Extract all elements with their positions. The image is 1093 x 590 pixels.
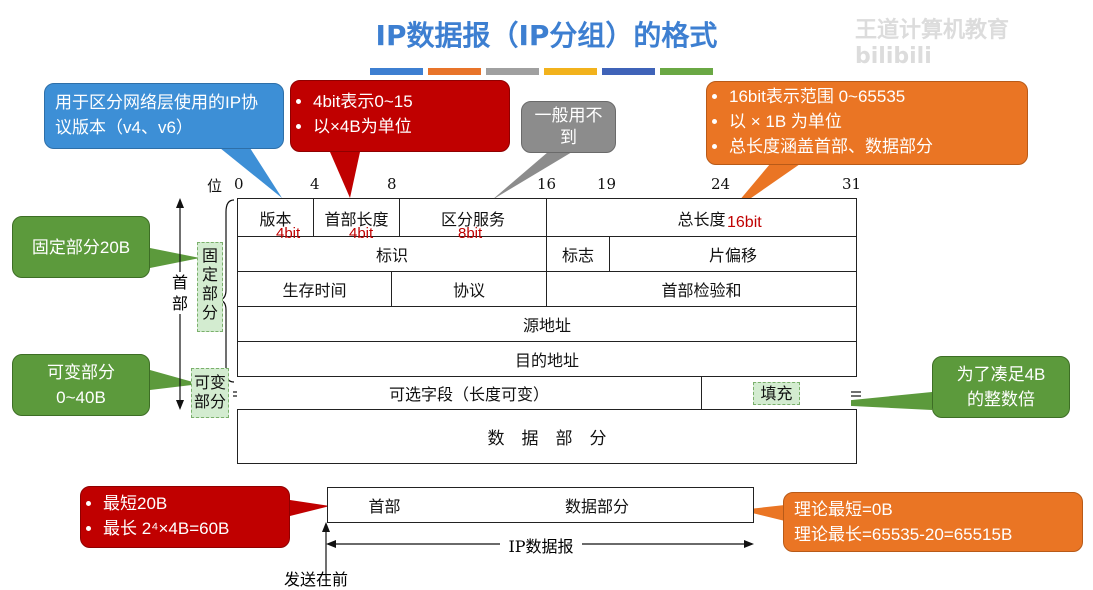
field-dest-address-label: 目的地址 bbox=[514, 351, 579, 370]
theory-callout: 理论最短=0B 理论最长=65535-20=65515B bbox=[783, 492, 1083, 552]
theory-max: 理论最长=65535-20=65515B bbox=[794, 525, 1013, 544]
header-length-callout: 4bit表示0~15 以×4B为单位 bbox=[290, 80, 510, 152]
minmax-callout-pointer bbox=[290, 500, 330, 516]
field-total-length: 总长度 bbox=[546, 198, 857, 237]
field-source-address: 源地址 bbox=[237, 306, 857, 342]
field-fragment-offset-label: 片偏移 bbox=[708, 246, 757, 265]
theory-min: 理论最短=0B bbox=[794, 500, 893, 519]
field-identification: 标识 bbox=[237, 236, 547, 272]
header-len-item-2: 以×4B为单位 bbox=[313, 114, 501, 139]
bit-mark-8: 8 bbox=[387, 175, 397, 193]
connector-lines bbox=[150, 148, 932, 578]
watermark: 王道计算机教育 bilibili bbox=[855, 18, 1010, 69]
field-dest-address: 目的地址 bbox=[237, 341, 857, 377]
min-max-callout: 最短20B 最长 2⁴×4B=60B bbox=[80, 486, 290, 548]
variable-part-label: 可变部分 bbox=[191, 368, 229, 418]
variable-part-callout: 可变部分0~40B bbox=[12, 354, 150, 416]
fixed-part-callout: 固定部分20B bbox=[12, 216, 150, 278]
header-len-callout-pointer bbox=[330, 152, 360, 198]
bit-mark-24: 24 bbox=[711, 175, 731, 193]
bit-mark-0: 0 bbox=[234, 175, 244, 193]
field-checksum: 首部检验和 bbox=[546, 271, 857, 307]
datagram-length-label: IP数据报 bbox=[500, 533, 582, 557]
color-bar-5 bbox=[602, 68, 655, 75]
color-bar-6 bbox=[660, 68, 713, 75]
bit-scale-label: 位 bbox=[207, 177, 223, 195]
field-identification-label: 标识 bbox=[375, 246, 408, 265]
variable-callout-pointer bbox=[150, 370, 200, 390]
field-protocol: 协议 bbox=[391, 271, 547, 307]
field-header-length-label: 首部长度 bbox=[324, 209, 389, 229]
bit-mark-16: 16 bbox=[537, 175, 557, 193]
bit-mark-31: 31 bbox=[842, 175, 862, 193]
field-padding: 填充 bbox=[701, 376, 851, 410]
field-flags: 标志 bbox=[546, 236, 610, 272]
version-bits: 4bit bbox=[276, 225, 301, 242]
total-len-item-2: 以 × 1B 为单位 bbox=[729, 109, 1021, 134]
datagram-data: 数据部分 bbox=[441, 487, 754, 523]
field-version: 版本 bbox=[237, 198, 314, 237]
color-bar-1 bbox=[370, 68, 423, 75]
header-vertical-label: 首部 bbox=[170, 272, 190, 314]
field-data-label: 数 据 部 分 bbox=[487, 429, 607, 449]
total-length-callout: 16bit表示范围 0~65535 以 × 1B 为单位 总长度涵盖首部、数据部… bbox=[706, 81, 1028, 165]
field-header-length: 首部长度 bbox=[313, 198, 400, 237]
service-callout-pointer bbox=[492, 152, 572, 200]
header-len-item-1: 4bit表示0~15 bbox=[313, 89, 501, 114]
field-source-address-label: 源地址 bbox=[522, 316, 571, 335]
total-len-item-1: 16bit表示范围 0~65535 bbox=[729, 84, 1021, 109]
color-bar-4 bbox=[544, 68, 597, 75]
total-length-bits: 16bit bbox=[727, 214, 762, 231]
field-total-length-label: 总长度 bbox=[677, 209, 726, 229]
field-options: 可选字段（长度可变） bbox=[237, 376, 702, 410]
total-len-item-3: 总长度涵盖首部、数据部分 bbox=[729, 134, 1021, 159]
header-length-bits: 4bit bbox=[349, 225, 374, 242]
field-data: 数 据 部 分 bbox=[237, 409, 857, 464]
padding-callout: 为了凑足4B的整数倍 bbox=[932, 356, 1070, 418]
field-checksum-label: 首部检验和 bbox=[661, 281, 742, 300]
color-bar-3 bbox=[486, 68, 539, 75]
field-protocol-label: 协议 bbox=[452, 281, 485, 300]
datagram-data-label: 数据部分 bbox=[564, 497, 629, 516]
field-fragment-offset: 片偏移 bbox=[609, 236, 857, 272]
service-bits: 8bit bbox=[458, 225, 483, 242]
color-bar-2 bbox=[428, 68, 481, 75]
bit-mark-4: 4 bbox=[310, 175, 320, 193]
field-version-label: 版本 bbox=[259, 209, 292, 229]
datagram-header: 首部 bbox=[327, 487, 442, 523]
min-max-item-1: 最短20B bbox=[103, 491, 281, 516]
bit-mark-19: 19 bbox=[597, 175, 617, 193]
service-callout: 一般用不到 bbox=[521, 101, 616, 153]
fixed-part-label: 固定部分 bbox=[197, 242, 223, 332]
version-callout-pointer bbox=[220, 148, 282, 198]
version-callout: 用于区分网络层使用的IP协议版本（v4、v6） bbox=[44, 83, 284, 149]
datagram-header-label: 首部 bbox=[368, 497, 401, 516]
field-ttl: 生存时间 bbox=[237, 271, 392, 307]
field-ttl-label: 生存时间 bbox=[282, 281, 347, 300]
min-max-item-2: 最长 2⁴×4B=60B bbox=[103, 516, 281, 541]
page-title: IP数据报（IP分组）的格式 bbox=[375, 19, 718, 52]
field-options-label: 可选字段（长度可变） bbox=[388, 385, 549, 404]
field-service-label: 区分服务 bbox=[440, 209, 505, 229]
send-first-label: 发送在前 bbox=[284, 570, 349, 589]
field-flags-label: 标志 bbox=[561, 246, 594, 265]
fixed-callout-pointer bbox=[150, 248, 200, 268]
field-padding-label: 填充 bbox=[753, 381, 800, 405]
